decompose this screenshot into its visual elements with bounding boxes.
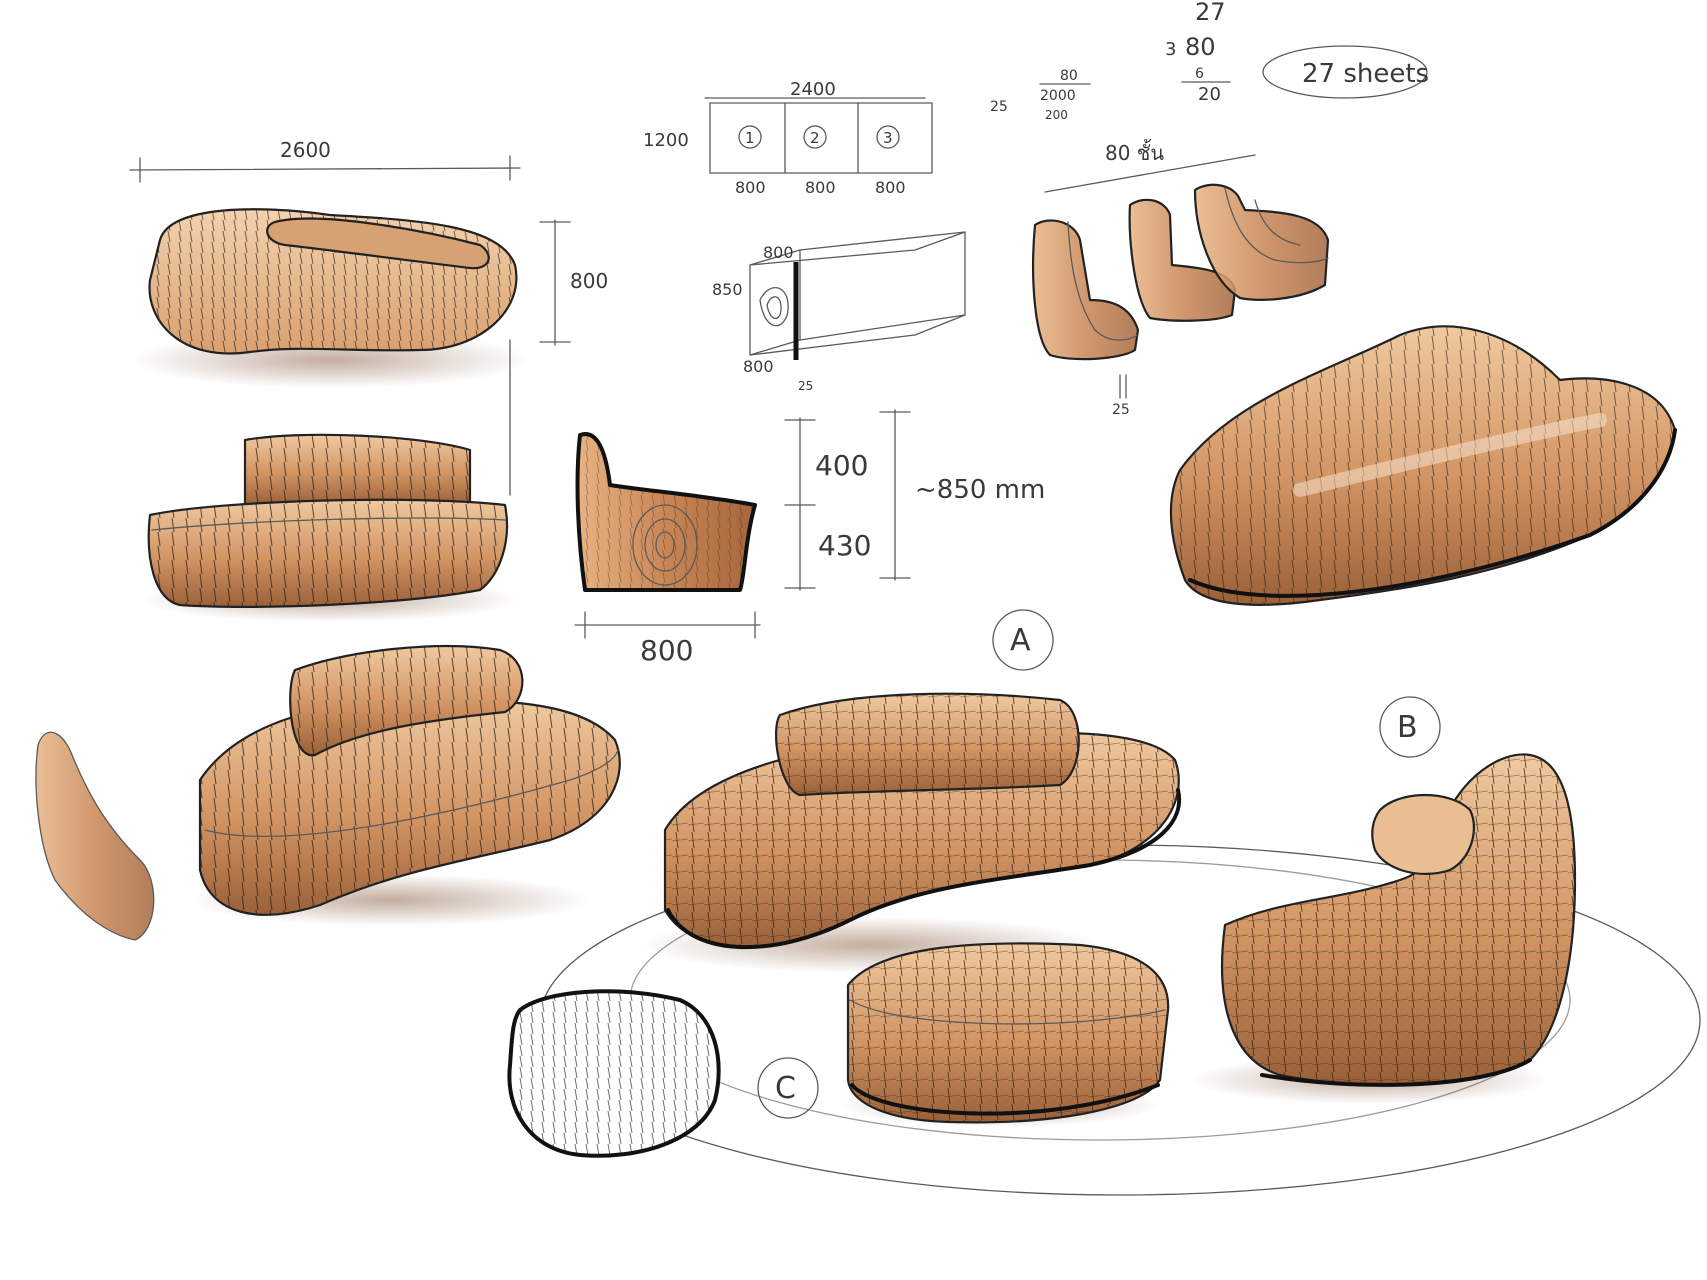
dim-1200: 1200 [643,130,689,151]
calc-27: 27 [1195,0,1226,26]
single-slice-profile [35,731,155,941]
slice-thickness-25: 25 [1112,402,1130,418]
block-isometric-diagram: 850 800 800 25 [712,231,966,393]
panel-width-a: 800 [735,178,766,197]
sheet-layout-diagram: 2400 1200 1 2 3 800 800 800 [643,79,933,197]
calc-25: 25 [990,99,1008,115]
dim-seat-400: 400 [815,449,868,482]
block-dim-800-top: 800 [763,243,794,262]
option-label-a: A [1010,623,1031,658]
top-view-sofa: 2600 800 [129,138,608,496]
calc-20: 20 [1198,84,1221,105]
front-view-sofa [140,433,520,622]
calc-80b: 80 [1185,33,1216,61]
ottoman-plan-view [507,989,721,1158]
sheets-count: 27 sheets [1302,59,1429,89]
panel-2: 2 [810,129,820,147]
calc-notes: 25 80 2000 200 27 3 80 6 20 27 sheets [990,0,1429,122]
option-circle-b [1379,696,1441,758]
layers-count: 80 ชั้น [1105,139,1164,165]
sofa-curved-center [640,692,1182,973]
panel-width-b: 800 [805,178,836,197]
block-dim-800-side: 800 [743,357,774,376]
calc-6: 6 [1195,66,1204,82]
ottoman-round [840,942,1170,1127]
side-view-sofa: 800 400 430 ~850 mm [574,409,1045,667]
block-dim-850: 850 [712,280,743,299]
lounge-chair-right [1190,753,1577,1104]
panel-width-c: 800 [875,178,906,197]
dim-800-side: 800 [640,634,693,667]
dim-seat-430: 430 [818,529,871,562]
option-label-c: C [775,1071,796,1106]
option-label-b: B [1397,710,1418,745]
dim-height-850: ~850 mm [915,475,1045,505]
panel-3: 3 [883,129,893,147]
calc-200: 200 [1045,108,1068,122]
calc-2000: 2000 [1040,88,1076,104]
dim-2600: 2600 [280,138,331,162]
sofa-perspective-large [1169,325,1677,606]
dim-2400: 2400 [790,79,836,100]
option-circle-c [757,1057,819,1119]
stacked-slices-diagram: 80 ชั้น 25 [1032,139,1330,418]
calc-80: 80 [1060,68,1078,84]
calc-3: 3 [1165,39,1176,60]
sofa-perspective-left [190,644,621,926]
block-thickness-25: 25 [798,379,813,393]
option-circle-a [992,609,1054,671]
dim-800-depth: 800 [570,269,608,293]
panel-1: 1 [745,129,755,147]
